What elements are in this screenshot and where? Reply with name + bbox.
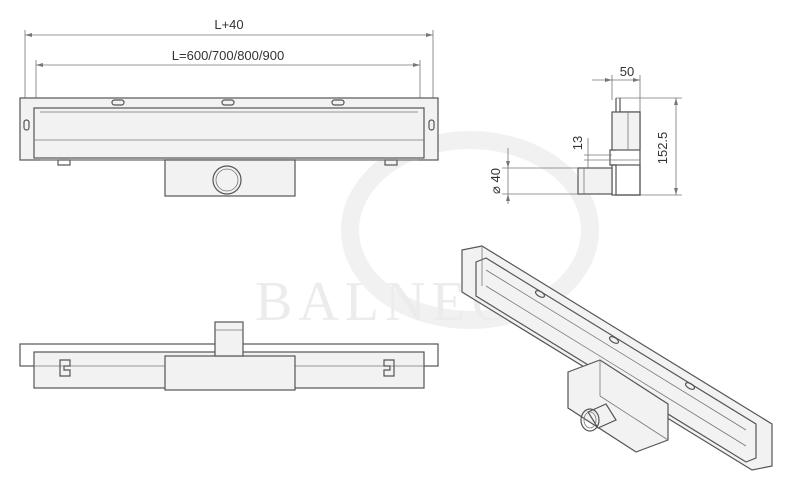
mounting-slot [221, 99, 235, 106]
outlet-pipe-inner [215, 168, 239, 192]
outlet-box-bottom [164, 355, 296, 391]
iso-pipe-body [587, 403, 617, 429]
mounting-slot [331, 99, 345, 106]
channel-section [611, 111, 641, 151]
dim-depth: 50 [620, 64, 634, 79]
outlet-pipe [212, 165, 242, 195]
arrow [674, 98, 678, 105]
mounting-slot [111, 99, 125, 106]
dim-overall-length: L+40 [214, 17, 243, 32]
side-view: 50 152.5 13 ⌀ 40 [488, 64, 682, 204]
arrow [633, 78, 640, 82]
flange [19, 97, 439, 161]
iso-pipe-opening [580, 408, 600, 432]
watermark: BALNEO [255, 131, 599, 333]
outlet-pipe-bottom [214, 321, 244, 357]
iso-pipe-inner [583, 411, 597, 429]
arrow-left [25, 33, 32, 37]
dim-channel-length: L=600/700/800/900 [172, 48, 284, 63]
clip [59, 359, 71, 377]
iso-channel [475, 257, 757, 463]
front-view: L+40 L=600/700/800/900 [19, 17, 439, 197]
iso-edge [599, 395, 669, 441]
channel-body [33, 107, 425, 159]
iso-grate-line [485, 285, 747, 447]
arrow [605, 78, 612, 82]
iso-slot [534, 290, 546, 298]
arrow [506, 194, 510, 201]
arrow-right [426, 33, 433, 37]
foot [57, 159, 71, 166]
bottom-view [19, 321, 439, 391]
dim-height: 152.5 [655, 132, 670, 165]
arrow [506, 161, 510, 168]
arrow-right [413, 63, 420, 67]
iso-slot [684, 382, 696, 390]
mounting-slot [428, 119, 435, 131]
iso-slot [608, 336, 620, 344]
iso-grate-line [485, 269, 747, 431]
dim-offset: 13 [570, 136, 585, 150]
arrow [674, 188, 678, 195]
isometric-view [461, 245, 773, 471]
arrow-left [36, 63, 43, 67]
dim-diameter: ⌀ 40 [488, 168, 503, 194]
mounting-slot [23, 119, 30, 131]
outlet-pipe-side [577, 167, 613, 195]
clip [383, 359, 395, 377]
